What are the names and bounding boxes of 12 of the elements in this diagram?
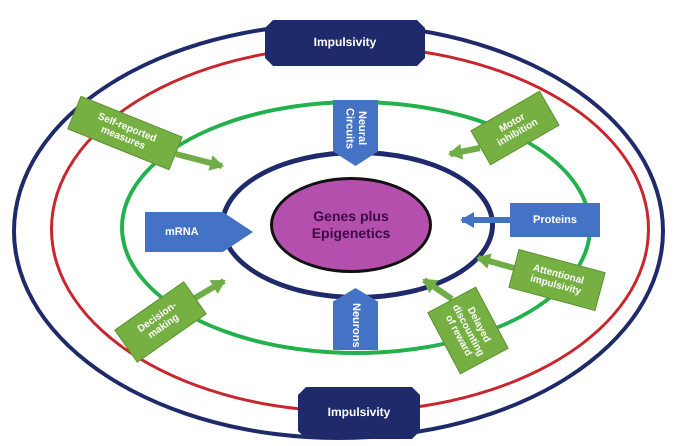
arrow [448, 144, 481, 160]
node-label: Neurons [349, 302, 362, 348]
arrow [422, 278, 454, 302]
node-label: Genes plus Epigenetics [310, 208, 392, 242]
node-label: Neural Circuits [342, 106, 368, 150]
node-label: Impulsivity [314, 36, 376, 50]
node-label: mRNA [165, 226, 199, 238]
arrow [175, 151, 224, 171]
node-label: Impulsivity [328, 406, 390, 420]
node-label: Proteins [532, 214, 577, 226]
arrow [476, 254, 515, 271]
arrow [193, 278, 226, 301]
